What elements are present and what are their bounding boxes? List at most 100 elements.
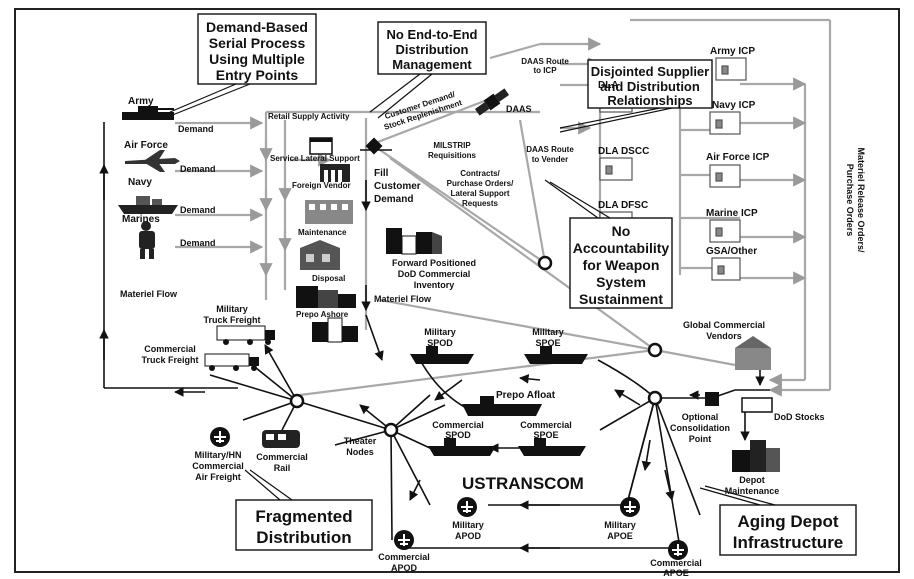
gsa-other-label: GSA/Other [706,246,757,257]
milstrip-label: MILSTRIP Requisitions [428,141,477,160]
callout-pointers [169,73,776,506]
daas-vendor-line: to Vender [532,155,568,164]
callout-line: Serial Process [209,35,306,51]
global-vendors-line: Vendors [706,331,742,341]
theater-line: Theater [344,436,377,446]
depot-maintenance-icon [732,440,780,472]
air-force-icp-building-icon [709,164,741,188]
commercial-truck-icon [204,353,259,371]
mil-truck-line: Truck Freight [203,315,260,325]
mil-spod-line: SPOD [427,338,453,348]
contracts-line: Lateral Support [450,189,509,198]
release-orders-line: Materiel Release Orders/ [856,147,866,253]
demand-label: Demand [178,124,214,134]
callout-line: for Weapon [583,257,660,273]
commercial-spod-label: Commercial SPOD [432,420,484,440]
demand-label: Demand [180,164,216,174]
service-lateral-support-label: Service Lateral Support [270,154,360,163]
callout-line: and Distribution [600,79,700,94]
prepo-ashore-icon [312,317,358,343]
callout-demand-based-box [197,13,317,85]
military-apod-plane-icon [457,497,477,517]
dla-dscc-building-icon [599,157,633,181]
prepo-afloat-ship-icon [462,396,542,416]
service-air-force-label: Air Force [124,140,168,151]
dla-dfsc-label: DLA DFSC [598,200,648,211]
milstrip-line: Requisitions [428,151,477,160]
callout-line: No [612,223,631,239]
commercial-apod-plane-icon [394,530,414,550]
maintenance-icon [305,200,353,224]
callout-line: Accountability [573,240,670,256]
military-truck-icon [216,325,275,345]
contracts-line: Contracts/ [460,169,500,178]
callout-line: Management [392,57,472,72]
forward-line: DoD Commercial [398,269,471,279]
callout-aging-depot-box [719,504,857,556]
commercial-spoe-label: Commercial SPOE [520,420,572,440]
military-hn-air-label: Military/HN Commercial Air Freight [192,450,244,482]
demand-label: Demand [180,238,216,248]
prepo-ashore-building-icon [296,286,356,308]
fill-line: Demand [374,194,413,205]
military-apoe-label: Military APOE [604,520,636,541]
rail-line: Commercial [256,452,308,462]
air-force-icp-label: Air Force ICP [706,152,770,163]
callout-disjointed-text: Disjointed Supplier and Distribution Rel… [591,64,709,108]
com-apod-line: Commercial [378,552,430,562]
prepo-afloat-label: Prepo Afloat [496,390,556,401]
military-spod-ship-icon [410,346,474,364]
global-vendors-label: Global Commercial Vendors [683,320,765,341]
mil-spoe-line: Military [532,327,564,337]
foreign-vendor-label: Foreign Vendor [292,181,351,190]
maintenance-label: Maintenance [298,228,347,237]
satellite-icon [474,88,510,116]
military-spod-label: Military SPOD [424,327,456,348]
node-port-hub [647,390,663,406]
commercial-truck-label: Commercial Truck Freight [141,344,198,365]
callout-demand-based-text: Demand-Based Serial Process Using Multip… [206,19,308,83]
retail-supply-activity-label: Retail Supply Activity [268,112,350,121]
callout-fragmented-text: Fragmented Distribution [255,507,352,547]
callout-line: Distribution [256,528,351,547]
service-navy-label: Navy [128,177,152,188]
consolidation-point-icon [705,392,719,406]
node-global-vendor [647,342,663,358]
daas-route-icp-label: DAAS Route to ICP [521,57,569,75]
callout-line: Using Multiple [209,51,305,67]
callout-fragmented-box [235,499,373,551]
materiel-flow-label: Materiel Flow [374,294,432,304]
com-spoe-line: Commercial [520,420,572,430]
global-vendors-line: Global Commercial [683,320,765,330]
dla-dscc-label: DLA DSCC [598,146,649,157]
daas-label: DAAS [506,104,532,114]
daas-icp-line: DAAS Route [521,57,569,66]
daas-icp-line: to ICP [533,66,557,75]
callout-disjointed-box [587,59,713,109]
daas-vendor-line: DAAS Route [526,145,574,154]
com-truck-line: Truck Freight [141,355,198,365]
dod-stocks-icon [741,397,773,413]
com-apoe-line: Commercial [650,558,702,568]
black-flow-lines [99,122,770,553]
com-apoe-line: APOE [663,568,689,578]
service-marines-label: Marines [122,214,160,225]
air-freight-line: Military/HN [194,450,241,460]
military-apod-label: Military APOD [452,520,484,541]
callout-line: Distribution [396,42,469,57]
fill-customer-demand-label: Fill Customer Demand [374,168,421,205]
rail-line: Rail [274,463,291,473]
node-theater-left [289,393,305,409]
consolidation-line: Consolidation [670,423,730,433]
commercial-apoe-plane-icon [668,540,688,560]
mil-apod-line: APOD [455,531,482,541]
callout-line: Infrastructure [733,533,844,552]
military-spoe-label: Military SPOE [532,327,564,348]
callout-no-accountability-text: No Accountability for Weapon System Sust… [573,223,670,307]
fill-line: Customer [374,181,421,192]
callout-line: Relationships [607,93,692,108]
callout-line: Entry Points [216,67,299,83]
callout-aging-depot-text: Aging Depot Infrastructure [733,512,844,552]
air-freight-plane-icon [210,427,230,447]
